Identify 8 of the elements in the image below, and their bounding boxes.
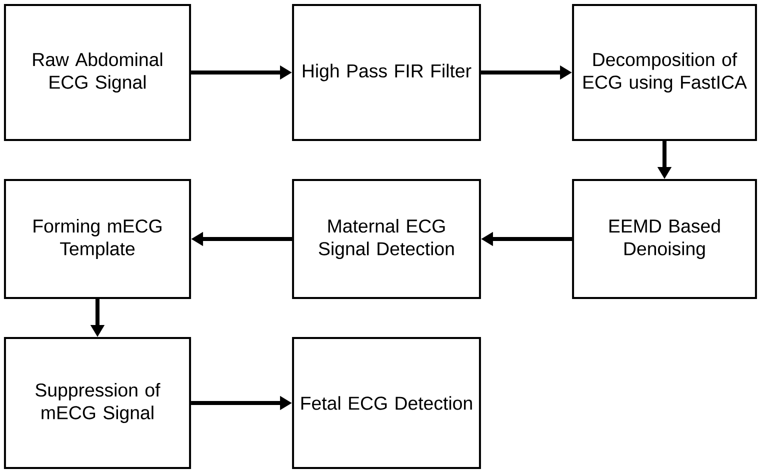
process-box: EEMD Based Denoising <box>572 179 757 299</box>
process-box: Suppression of mECG Signal <box>4 337 192 469</box>
process-box: Decomposition of ECG using FastICA <box>572 4 757 141</box>
process-box: Maternal ECG Signal Detection <box>292 179 481 299</box>
process-box: Raw Abdominal ECG Signal <box>4 4 192 141</box>
process-box: Forming mECG Template <box>4 179 192 299</box>
process-box: Fetal ECG Detection <box>292 337 481 469</box>
process-box: High Pass FIR Filter <box>292 4 481 141</box>
